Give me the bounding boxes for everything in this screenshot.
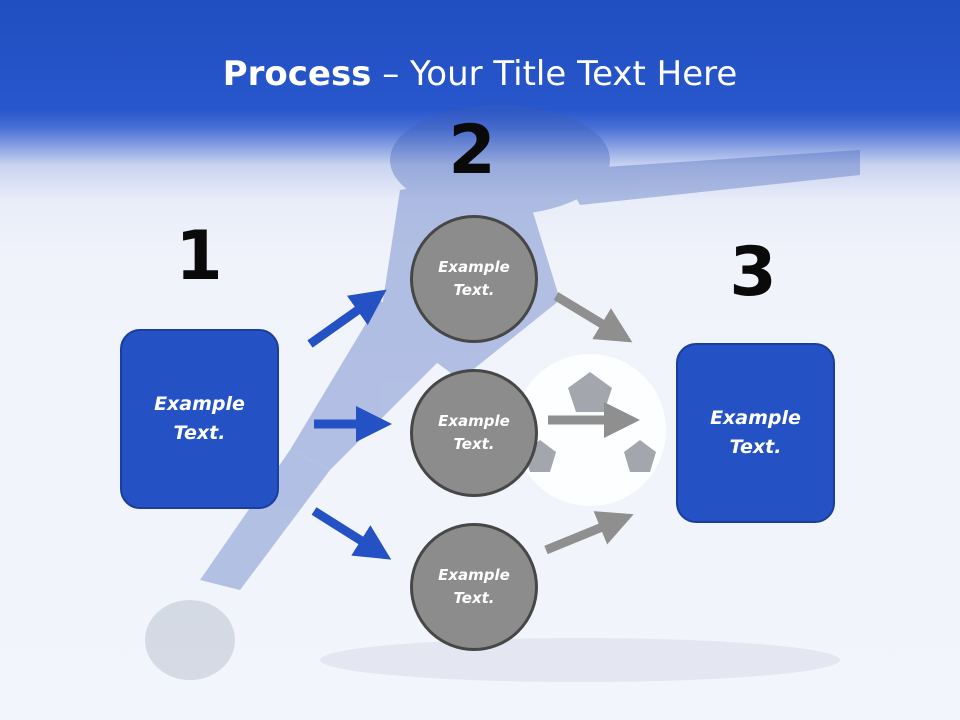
arrow-blue-down: [311, 507, 392, 560]
arrow-blue-up: [307, 289, 387, 348]
circle-middle-text: Example Text.: [438, 412, 510, 453]
circle-middle: Example Text.: [410, 369, 538, 497]
slide-title: Process – Your Title Text Here: [0, 52, 960, 96]
step-number-2: 2: [448, 111, 496, 190]
step-1-text: Example Text.: [154, 393, 245, 444]
circle-bottom-text: Example Text.: [438, 566, 510, 607]
circle-bottom: Example Text.: [410, 523, 538, 651]
circle-top-text: Example Text.: [438, 258, 510, 299]
arrow-gray-up: [544, 511, 634, 555]
step-3-text: Example Text.: [710, 407, 801, 458]
step-number-3: 3: [729, 233, 777, 312]
step-1-box: Example Text.: [120, 329, 279, 509]
circle-top: Example Text.: [410, 215, 538, 343]
step-number-1: 1: [175, 217, 223, 296]
title-rest: – Your Title Text Here: [371, 54, 738, 94]
step-3-box: Example Text.: [676, 343, 835, 523]
arrow-gray-down: [553, 292, 633, 343]
title-bold: Process: [222, 54, 372, 94]
